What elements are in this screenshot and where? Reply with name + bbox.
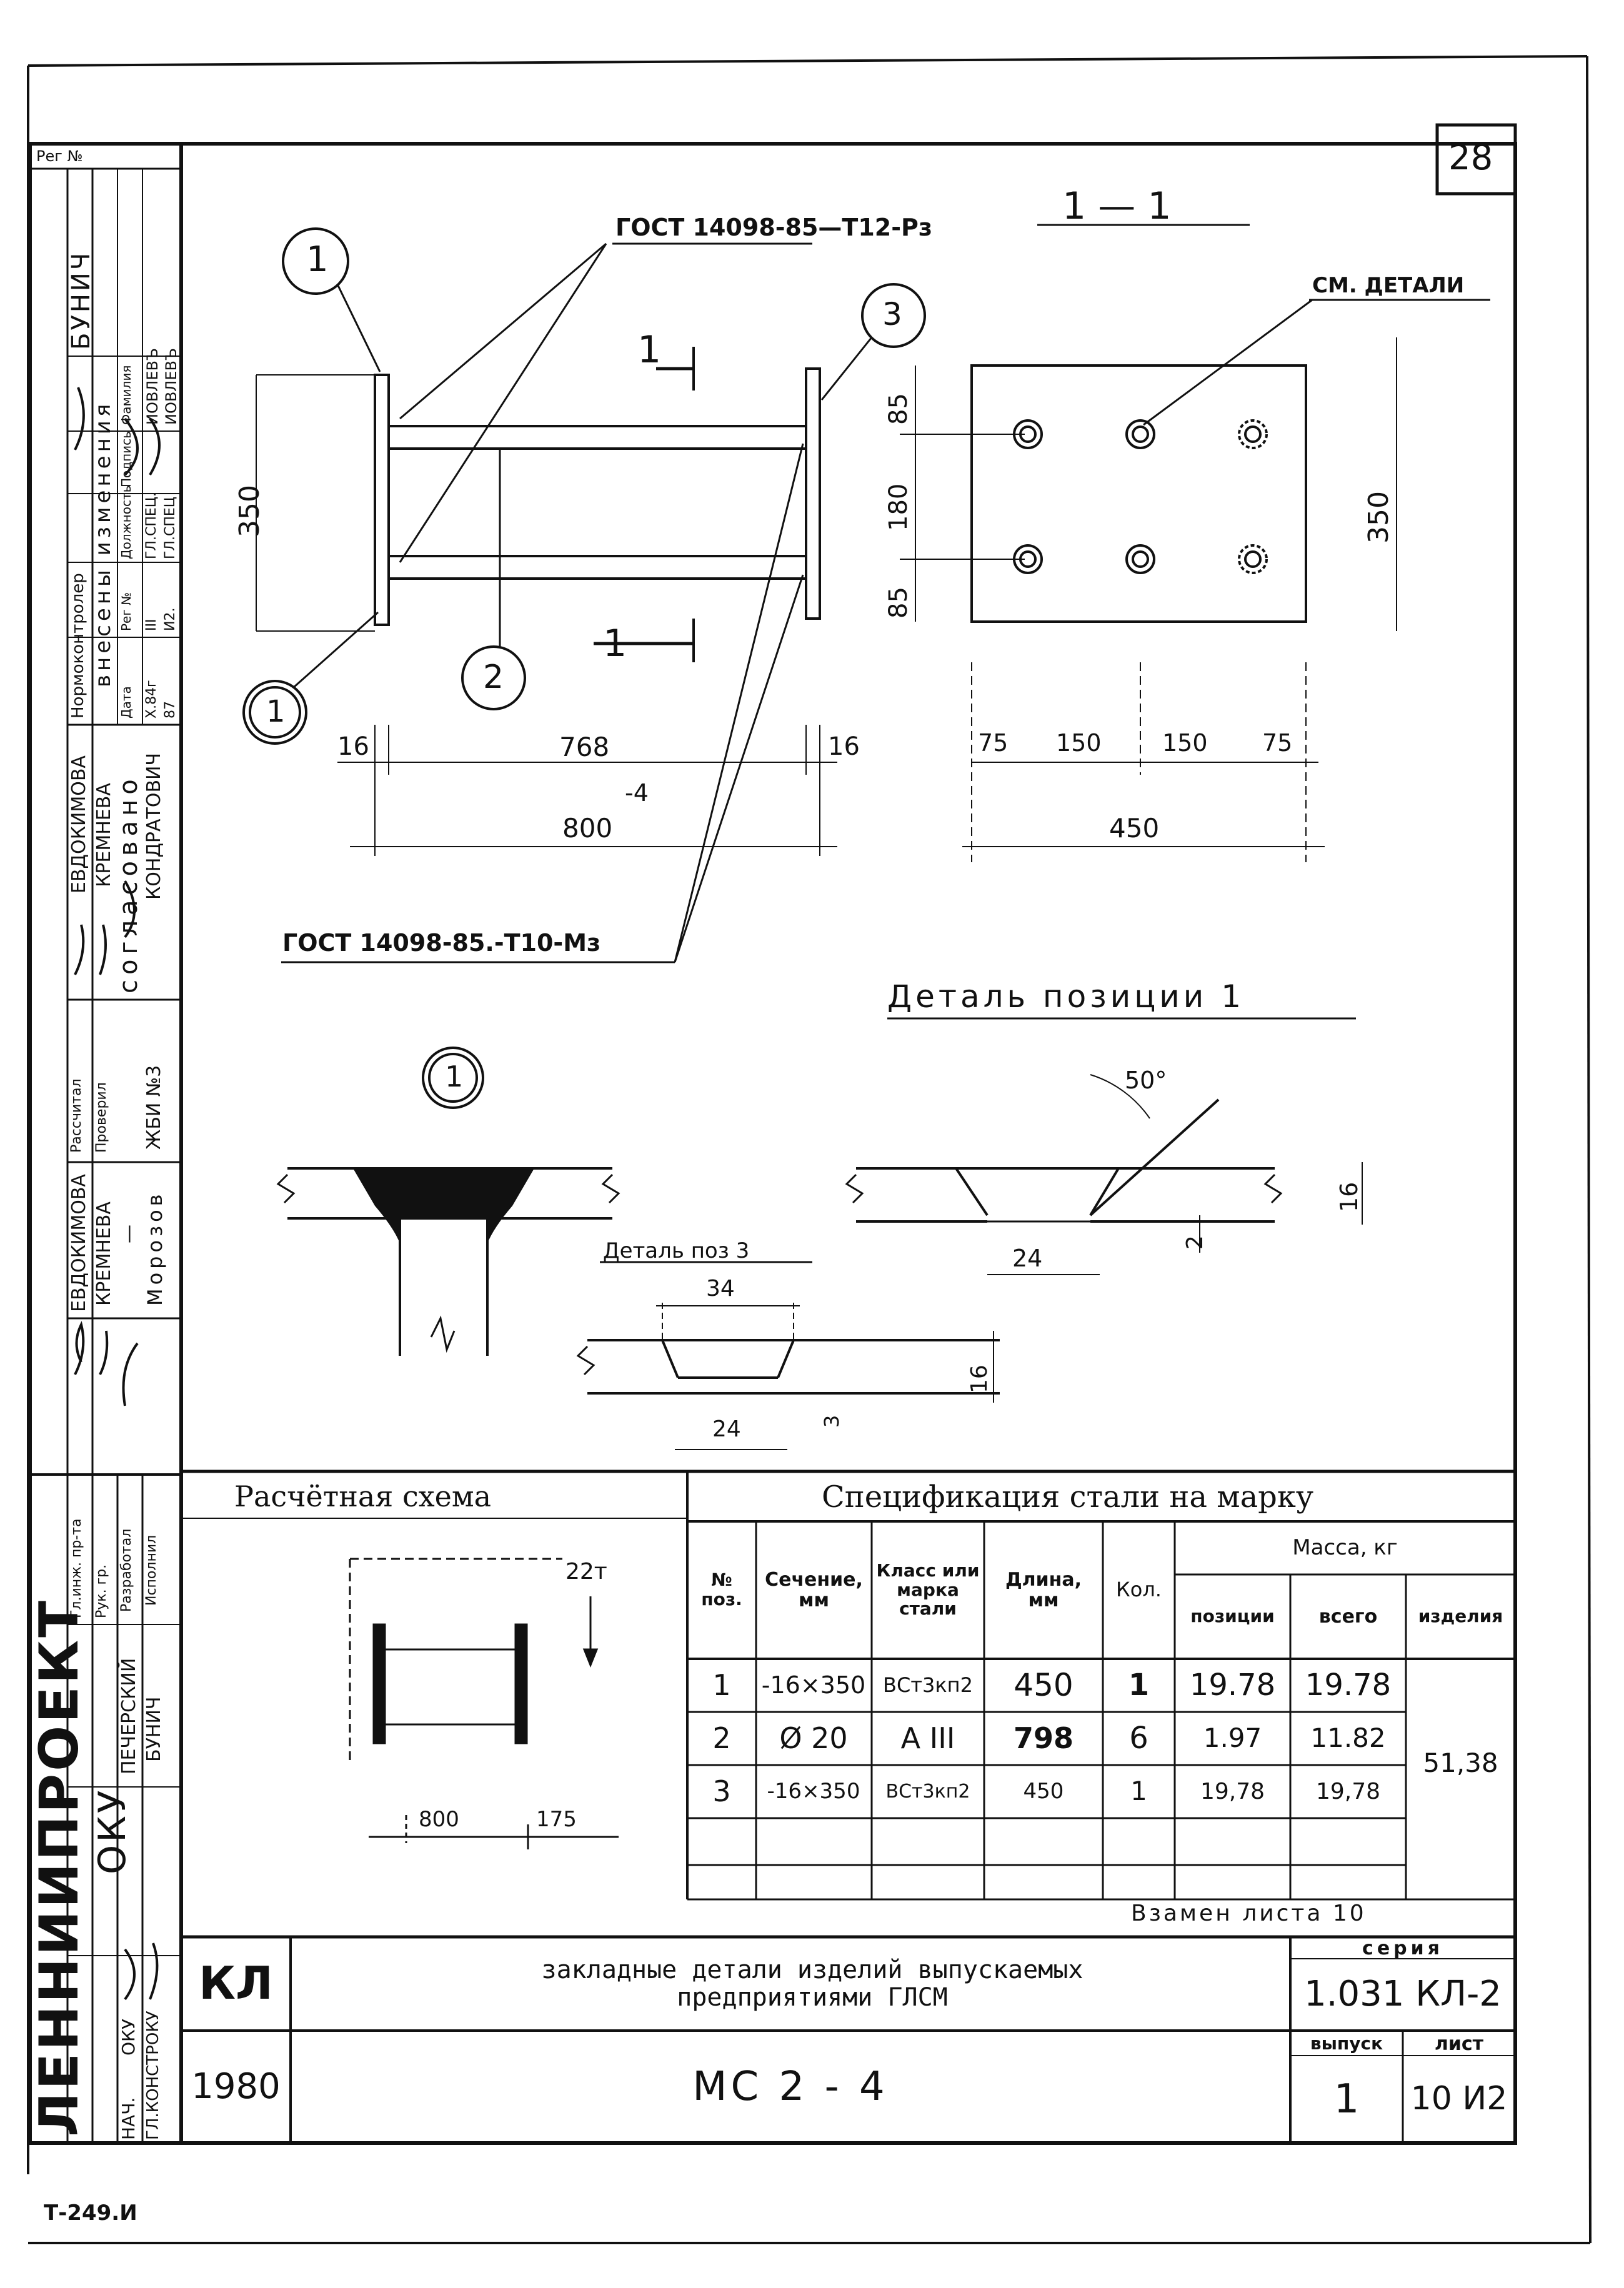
spec-header-steel: Класс или марка стали bbox=[876, 1559, 980, 1619]
gost-bottom-label: ГОСТ 14098-85.-Т10-Мз bbox=[282, 929, 601, 957]
table-row-2-section: Ø 20 bbox=[779, 1721, 848, 1756]
title-sheet: 10 И2 bbox=[1410, 2080, 1508, 2118]
callout-1c: 1 bbox=[445, 1060, 464, 1093]
spec-header-length: Длина, мм bbox=[1005, 1569, 1082, 1611]
see-detail-label: СМ. ДЕТАЛИ bbox=[1312, 273, 1465, 298]
spec-title: Спецификация стали на марку bbox=[822, 1480, 1314, 1515]
table-row-1-section: -16×350 bbox=[761, 1671, 866, 1699]
title-year: 1980 bbox=[191, 2066, 281, 2107]
section-mark-1b: 1 bbox=[603, 622, 627, 665]
spec-header-section: Сечение, мм bbox=[765, 1569, 863, 1611]
spec-header-mass-total: всего bbox=[1318, 1606, 1378, 1628]
dim-16-right: 16 bbox=[828, 732, 860, 761]
reg-no-label: Рег № bbox=[36, 147, 83, 165]
dim-800: 800 bbox=[562, 813, 613, 843]
title-sheet-label: лист bbox=[1434, 2032, 1484, 2055]
table-row-2-mass-total: 11.82 bbox=[1310, 1723, 1386, 1754]
callout-1a: 1 bbox=[306, 239, 329, 280]
table-row-3-mass-total: 19,78 bbox=[1315, 1778, 1381, 1804]
dim-150-right: 150 bbox=[1162, 729, 1208, 757]
sheet-number: 28 bbox=[1448, 137, 1493, 178]
dim-24-pos3: 24 bbox=[712, 1416, 741, 1442]
table-row-2-qty: 6 bbox=[1129, 1721, 1148, 1756]
table-row-3-pos: 3 bbox=[712, 1774, 731, 1809]
table-row-2-length: 798 bbox=[1013, 1721, 1074, 1756]
calc-scheme-title: Расчётная схема bbox=[234, 1480, 492, 1513]
table-row-3-section: -16×350 bbox=[767, 1778, 860, 1804]
calc-dim-175: 175 bbox=[536, 1807, 577, 1832]
table-row-2-mass-pos: 1.97 bbox=[1203, 1723, 1262, 1754]
replaces-note: Взамен листа 10 bbox=[1131, 1901, 1367, 1926]
title-series: 1.031 КЛ-2 bbox=[1304, 1974, 1502, 2015]
title-issue: 1 bbox=[1333, 2076, 1360, 2122]
callout-2: 2 bbox=[483, 659, 504, 696]
table-row-3-qty: 1 bbox=[1130, 1776, 1147, 1807]
spec-header-mass: Масса, кг bbox=[1292, 1534, 1398, 1560]
dim-24-pos1: 24 bbox=[1012, 1245, 1043, 1272]
spec-item-mass: 51,38 bbox=[1423, 1748, 1498, 1779]
table-row-2-pos: 2 bbox=[712, 1721, 731, 1756]
section-title: 1 — 1 bbox=[1062, 184, 1172, 228]
table-row-1-pos: 1 bbox=[712, 1668, 731, 1703]
gost-top-label: ГОСТ 14098-85—Т12-Рз bbox=[615, 214, 932, 241]
dim-16-left: 16 bbox=[337, 732, 369, 761]
dim-minus4: -4 bbox=[625, 779, 649, 807]
detail-pos3-title: Деталь поз 3 bbox=[603, 1238, 750, 1263]
table-row-2-steel: А III bbox=[900, 1721, 955, 1756]
calc-dim-800: 800 bbox=[419, 1807, 459, 1832]
title-description: закладные детали изделий выпускаемых пре… bbox=[541, 1956, 1083, 2012]
footer-code: Т-249.И bbox=[44, 2201, 137, 2226]
detail-pos1-title: Деталь позиции 1 bbox=[887, 978, 1245, 1015]
spec-header-mass-pos: позиции bbox=[1190, 1606, 1275, 1627]
weld-fill bbox=[353, 1168, 534, 1243]
spec-header-qty: Кол. bbox=[1116, 1578, 1162, 1602]
table-row-1-mass-total: 19.78 bbox=[1305, 1668, 1392, 1703]
table-row-3-mass-pos: 19,78 bbox=[1200, 1778, 1265, 1804]
table-row-3-steel: ВСт3кп2 bbox=[885, 1781, 970, 1803]
dim-75-right: 75 bbox=[1262, 729, 1293, 757]
dim-450: 450 bbox=[1109, 813, 1160, 843]
callout-1b: 1 bbox=[266, 694, 286, 729]
dim-150-left: 150 bbox=[1056, 729, 1102, 757]
title-mark: МС 2 - 4 bbox=[692, 2063, 889, 2110]
table-row-1-qty: 1 bbox=[1128, 1668, 1150, 1703]
spec-header-mass-item: изделия bbox=[1418, 1606, 1503, 1627]
title-issue-label: выпуск bbox=[1310, 2032, 1383, 2054]
dim-768: 768 bbox=[559, 732, 610, 762]
calc-load: 22т bbox=[565, 1559, 607, 1584]
spec-header-pos: № поз. bbox=[701, 1569, 742, 1609]
table-row-3-length: 450 bbox=[1023, 1778, 1064, 1804]
table-row-1-mass-pos: 19.78 bbox=[1189, 1668, 1276, 1703]
dim-75-left: 75 bbox=[978, 729, 1009, 757]
dim-34: 34 bbox=[706, 1276, 735, 1301]
table-row-1-length: 450 bbox=[1014, 1667, 1074, 1703]
title-series-label: серия bbox=[1362, 1937, 1443, 1959]
title-kl: КЛ bbox=[199, 1957, 273, 2010]
table-row-1-steel: ВСт3кп2 bbox=[883, 1673, 973, 1697]
callout-3: 3 bbox=[882, 296, 902, 332]
section-mark-1a: 1 bbox=[637, 328, 662, 372]
angle-50: 50° bbox=[1125, 1067, 1167, 1094]
